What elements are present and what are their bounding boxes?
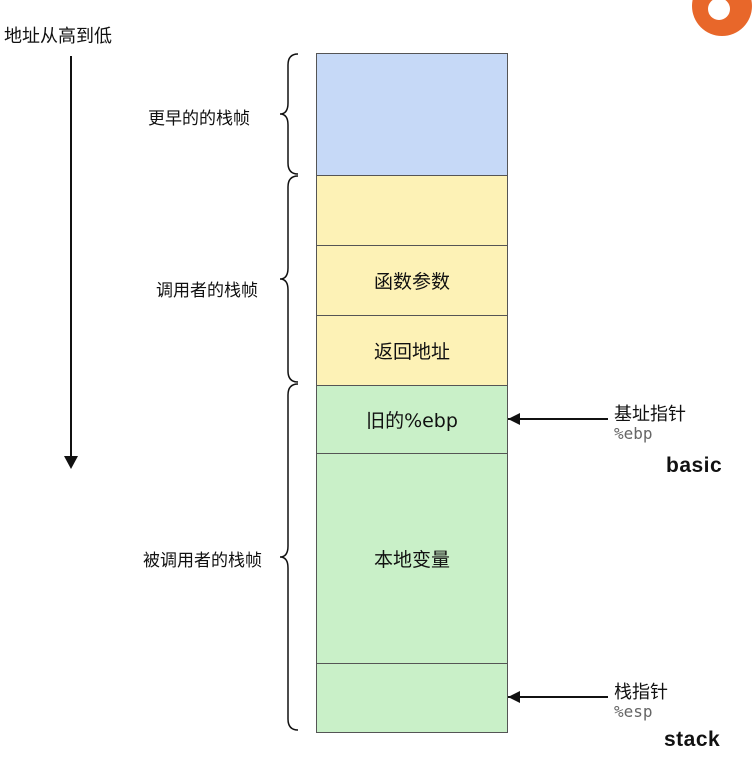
stack-column: 函数参数 返回地址 旧的%ebp 本地变量 — [316, 53, 508, 733]
stack-cell-bottom — [317, 664, 507, 732]
ebp-pointer-head — [508, 413, 520, 425]
brace-callee — [279, 383, 299, 731]
frame-label-earlier: 更早的的栈帧 — [148, 109, 250, 129]
frame-label-caller: 调用者的栈帧 — [156, 281, 258, 301]
stack-cell-function-args: 函数参数 — [317, 246, 507, 316]
direction-arrow-line — [70, 56, 72, 456]
direction-arrow-head — [64, 456, 78, 469]
esp-pointer-note: stack — [664, 728, 721, 751]
stack-cell-return-address: 返回地址 — [317, 316, 507, 386]
stack-cell-local-vars: 本地变量 — [317, 454, 507, 664]
ebp-pointer-line — [508, 418, 608, 420]
esp-pointer-title: 栈指针 — [614, 682, 668, 703]
frame-label-callee: 被调用者的栈帧 — [143, 551, 262, 571]
ebp-pointer-title: 基址指针 — [614, 404, 686, 425]
ebp-pointer-register: %ebp — [614, 424, 653, 443]
brand-logo-icon — [692, 0, 752, 36]
stack-cell-earlier — [317, 54, 507, 176]
direction-caption: 地址从高到低 — [4, 26, 112, 47]
brace-earlier — [279, 53, 299, 175]
ebp-pointer-note: basic — [666, 454, 723, 477]
esp-pointer-head — [508, 691, 520, 703]
esp-pointer-register: %esp — [614, 702, 653, 721]
stack-cell-caller-top — [317, 176, 507, 246]
brace-caller — [279, 175, 299, 383]
esp-pointer-line — [508, 696, 608, 698]
stack-cell-old-ebp: 旧的%ebp — [317, 386, 507, 454]
